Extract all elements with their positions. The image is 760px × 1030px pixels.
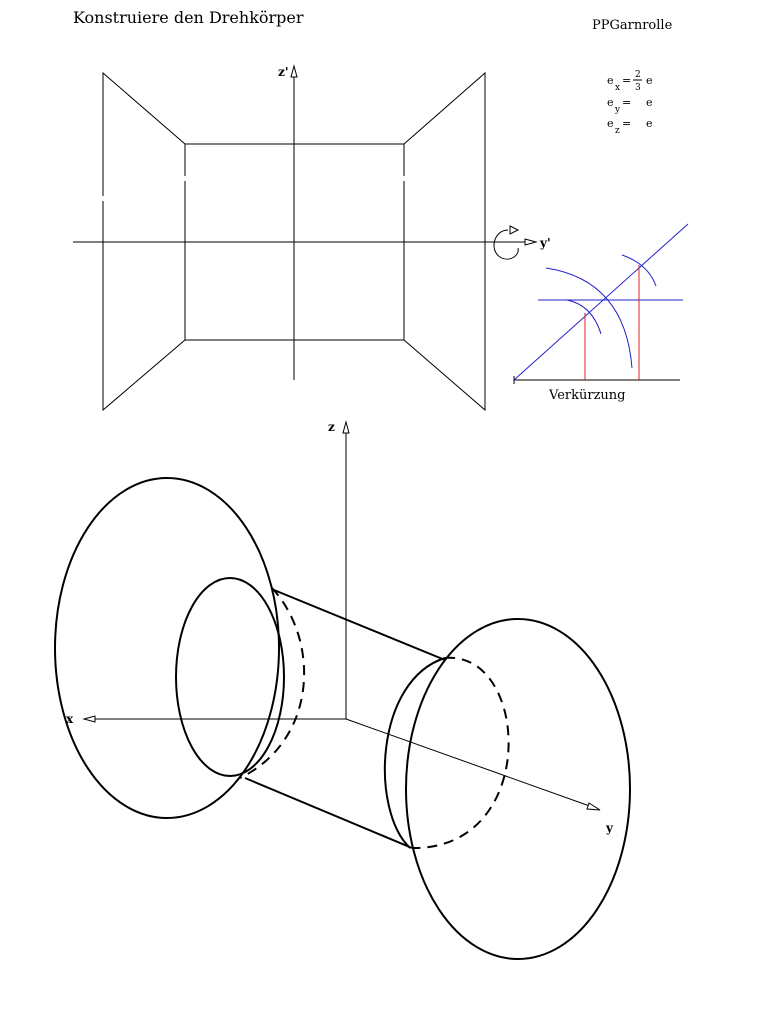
ey-factor: e	[646, 96, 653, 109]
ex-sub: x	[615, 83, 620, 93]
oblique-view: z x y	[54, 420, 631, 960]
oblique-z-axis-arrowhead	[342, 420, 350, 434]
right-core-visible-edge	[383, 657, 446, 849]
ez-sub: z	[615, 126, 620, 136]
ez-factor: e	[646, 117, 653, 130]
core-bottom-edge	[244, 777, 413, 849]
shortening-label: Verkürzung	[548, 388, 625, 403]
ey-base: e	[607, 96, 614, 109]
front-y-axis-arrowhead	[524, 238, 538, 246]
ex-factor: e	[646, 74, 653, 87]
author-label: PPGarnrolle	[592, 18, 673, 33]
left-flange-outline	[54, 477, 280, 819]
oblique-x-axis-label: x	[66, 712, 74, 726]
shortening-large-arc	[545, 267, 633, 369]
oblique-z-axis-label: z	[328, 420, 335, 434]
ex-denominator: 3	[635, 83, 641, 93]
ex-equals: =	[622, 74, 631, 87]
left-core-end	[175, 577, 285, 777]
ey-sub: y	[614, 105, 621, 115]
ez-base: e	[607, 117, 614, 130]
core-top-edge	[273, 589, 446, 661]
ex-numerator: 2	[635, 70, 641, 80]
rotation-arrowhead-icon	[509, 225, 520, 235]
front-z-axis-label: z'	[278, 65, 289, 79]
front-spool-outline	[102, 71, 486, 412]
oblique-y-axis-label: y	[605, 821, 614, 835]
oblique-x-axis-arrowhead	[82, 715, 96, 723]
rotation-arrow-icon	[493, 229, 519, 260]
scale-factor-ex: e x = 2 3 e	[607, 70, 653, 93]
ex-base: e	[607, 74, 614, 87]
oblique-y-axis-arrowhead	[586, 802, 601, 811]
left-core-hidden-edge	[239, 587, 306, 779]
front-view: z' y'	[73, 64, 551, 412]
shortening-diagonal	[513, 223, 689, 381]
shortening-lower-arc	[566, 299, 602, 335]
front-z-axis-arrowhead	[290, 64, 298, 78]
right-flange-outline	[405, 618, 631, 960]
ey-equals: =	[622, 96, 631, 109]
front-y-axis-label: y'	[539, 236, 551, 250]
shortening-construction: Verkürzung	[513, 223, 689, 403]
page-title: Konstruiere den Drehkörper	[73, 8, 304, 27]
right-core-hidden-end	[411, 656, 510, 850]
scale-factor-ez: e z = e	[607, 117, 653, 136]
oblique-y-axis	[345, 718, 599, 810]
ez-equals: =	[622, 117, 631, 130]
scale-factor-ey: e y = e	[607, 96, 653, 115]
shortening-upper-arc	[621, 254, 657, 287]
